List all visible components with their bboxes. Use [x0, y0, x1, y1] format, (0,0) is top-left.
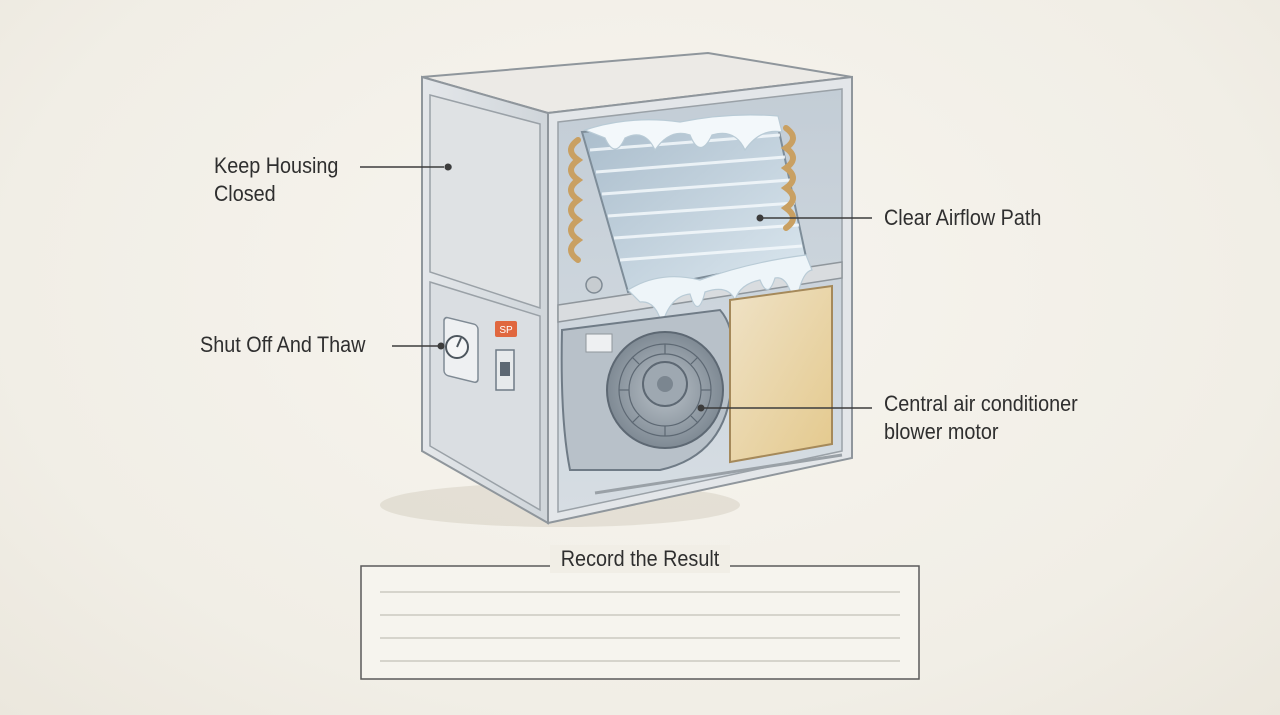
air-filter: [729, 284, 833, 464]
blower-motor-shaft: [657, 376, 673, 392]
warning-badge-text: SP: [499, 325, 513, 336]
drain-fitting: [585, 276, 603, 294]
bottom-rail: [594, 453, 843, 495]
label-clear-airflow-path: Clear Airflow Path: [884, 205, 1042, 230]
record-box[interactable]: [360, 565, 920, 680]
switch-toggle: [500, 362, 510, 376]
copper-tubing-left: [568, 137, 584, 263]
label-keep-housing-closed: Keep Housing Closed: [214, 153, 339, 206]
lower-access-door: [429, 280, 541, 512]
label-shut-off-and-thaw: Shut Off And Thaw: [200, 332, 366, 357]
label-blower-motor: Central air conditioner blower motor: [884, 391, 1078, 444]
motor-sticker: [585, 333, 613, 353]
record-result-title: Record the Result: [550, 545, 730, 573]
ice-buildup-top: [583, 114, 783, 152]
blower-blades: [618, 343, 712, 437]
leader-lines: [360, 166, 872, 409]
leader-dots: [437, 163, 764, 412]
coil-fins: [589, 133, 803, 262]
knob-indicator: [456, 337, 462, 348]
ice-drips: [627, 254, 813, 326]
record-lines: [380, 591, 900, 662]
upper-access-door: [429, 94, 541, 310]
warning-badge: [495, 321, 517, 337]
copper-tubing-right: [780, 125, 796, 231]
